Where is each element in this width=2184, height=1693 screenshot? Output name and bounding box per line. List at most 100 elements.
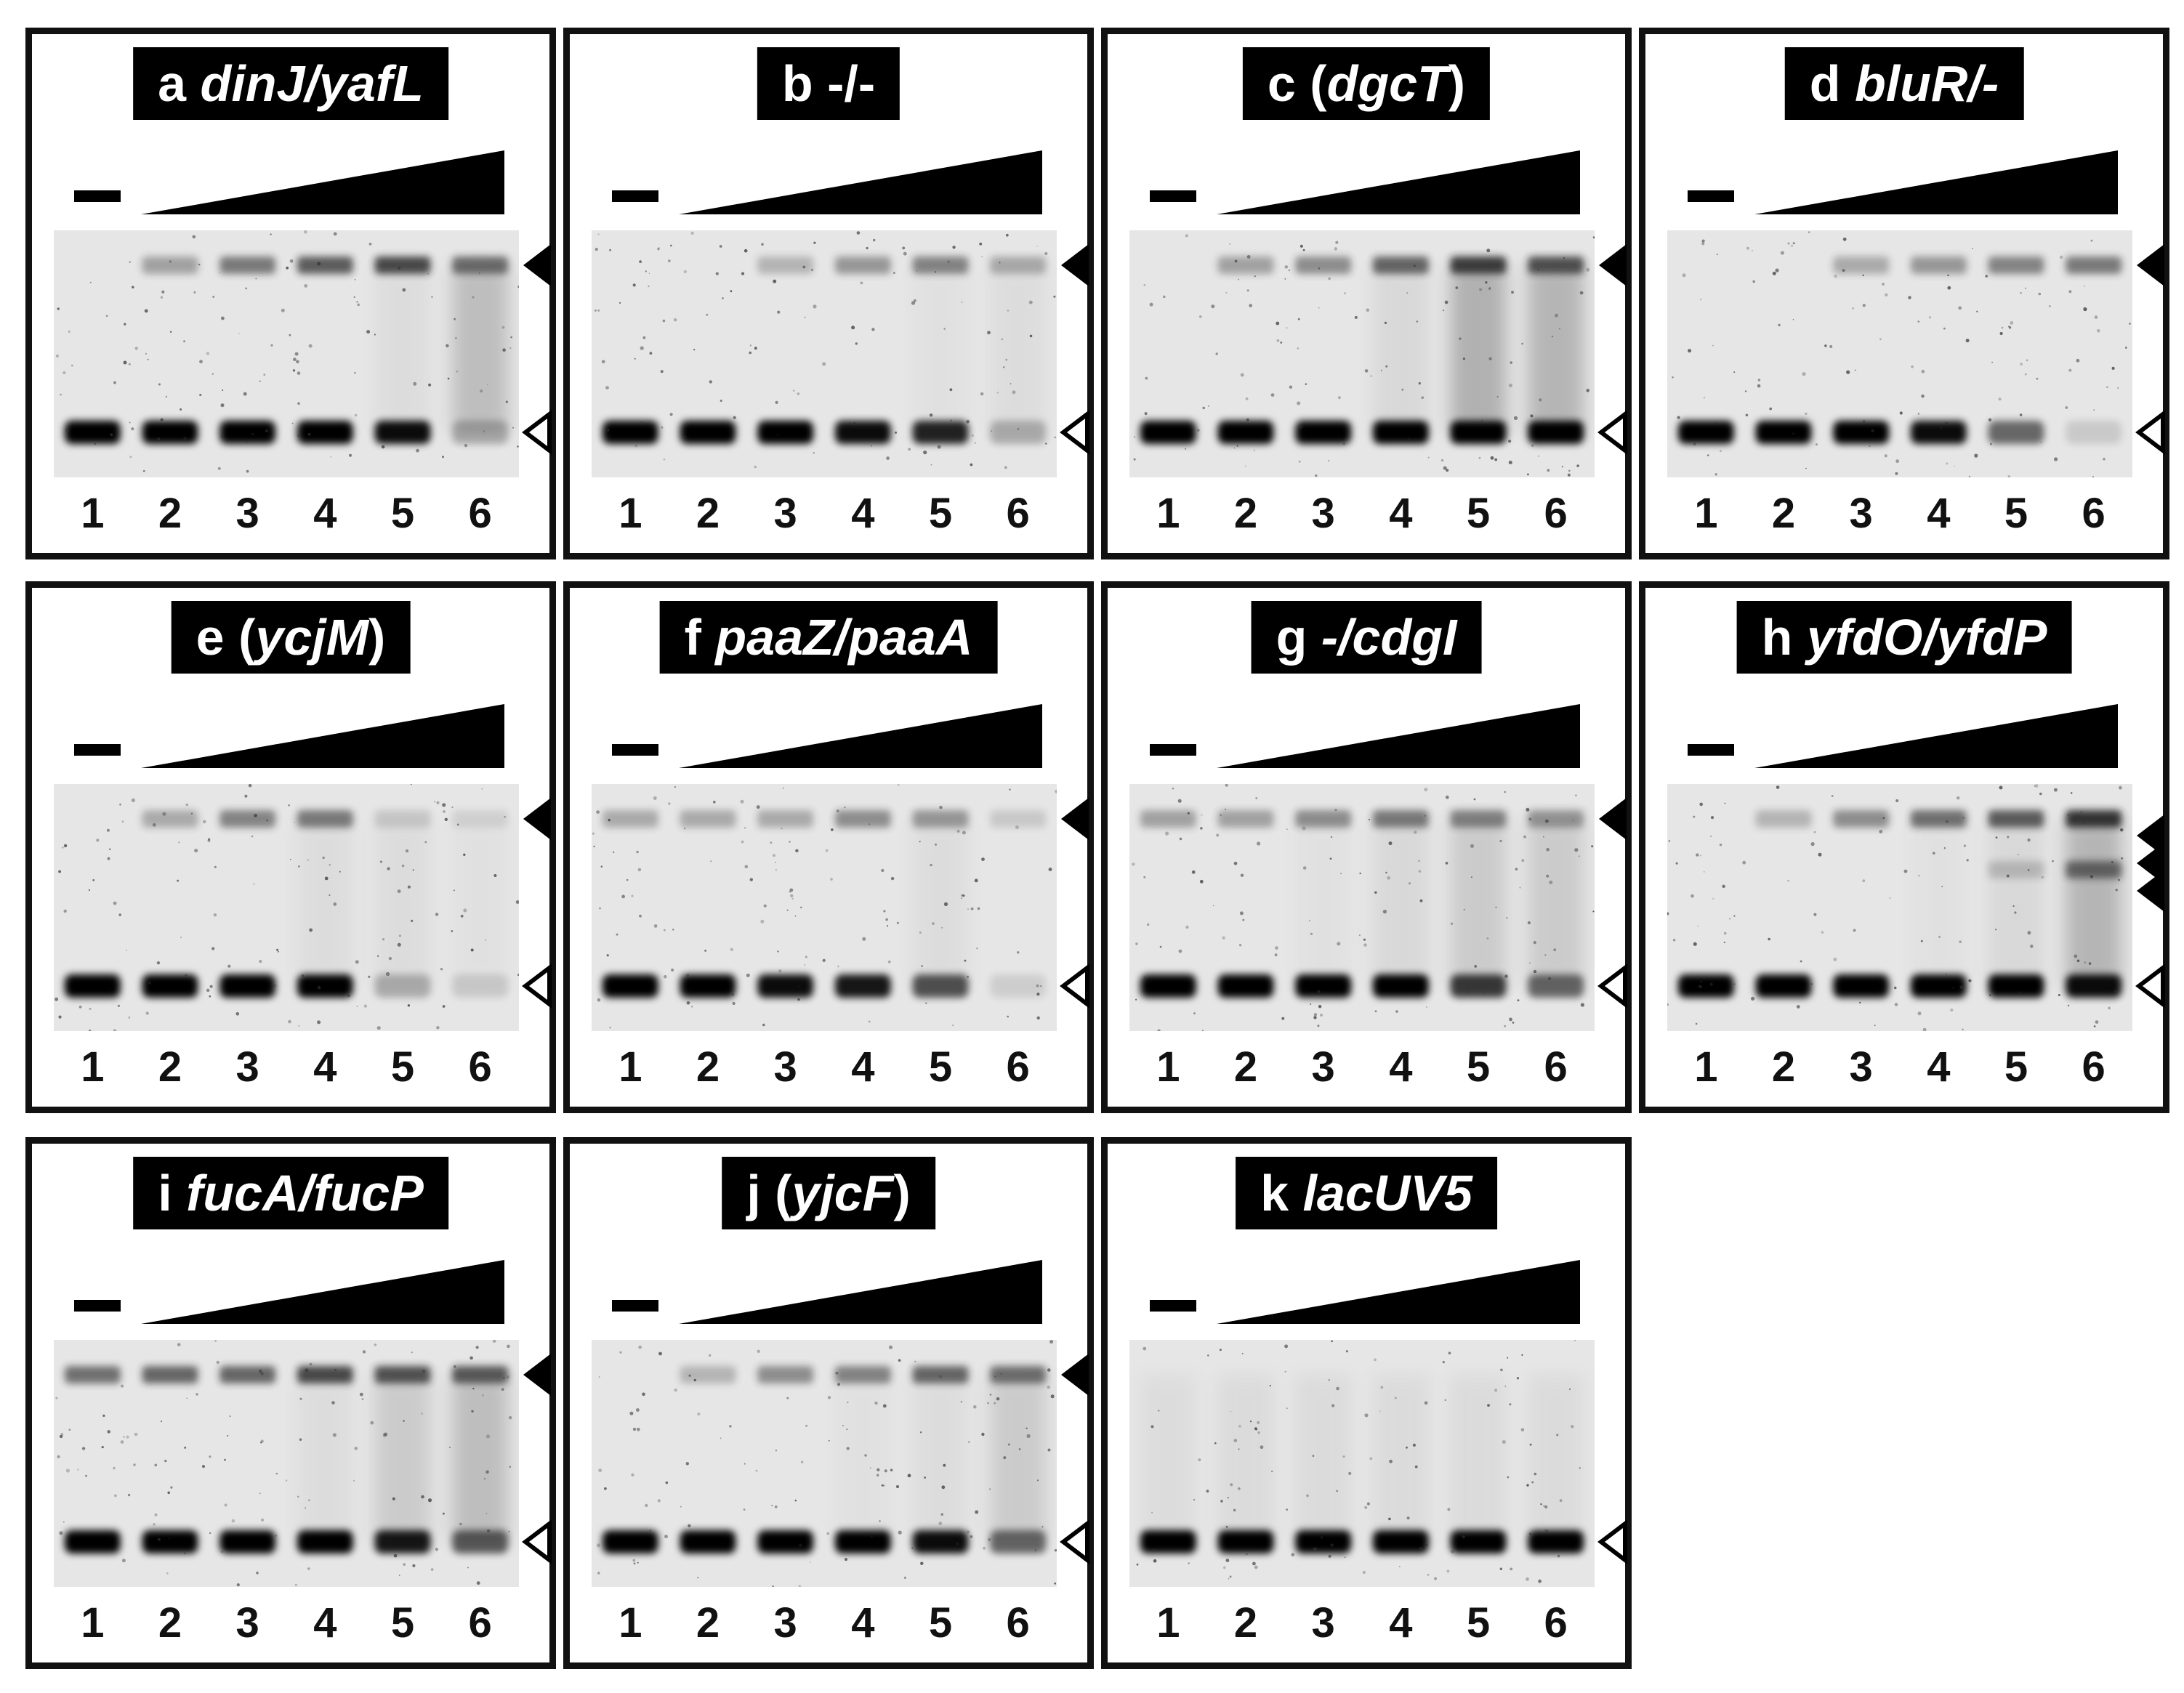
gel-speckle xyxy=(874,1401,878,1405)
gel-speckle xyxy=(2012,905,2015,908)
gel-speckle xyxy=(467,1567,469,1569)
gel-speckle xyxy=(685,1546,687,1549)
gel-speckle xyxy=(1185,448,1187,450)
protein-gradient-wedge xyxy=(141,704,504,768)
gel-speckle xyxy=(1831,795,1834,797)
gel-speckle xyxy=(211,947,215,950)
gel-speckle xyxy=(596,1543,600,1548)
gel-speckle xyxy=(895,431,897,434)
gel-speckle xyxy=(357,303,360,307)
gel-speckle xyxy=(442,803,446,807)
gel-speckle xyxy=(1894,986,1897,990)
gel-speckle xyxy=(720,1437,722,1439)
gel-speckle xyxy=(1699,854,1701,857)
lane-number: 2 xyxy=(1771,490,1796,537)
gel-speckle xyxy=(1682,273,1686,278)
gel-speckle xyxy=(485,1434,491,1439)
gel-speckle xyxy=(952,1025,954,1027)
lane-number: 1 xyxy=(1694,1043,1718,1091)
gel-speckle xyxy=(475,1346,479,1349)
gel-speckle xyxy=(706,313,709,316)
gel-speckle xyxy=(1800,960,1802,963)
gel-speckle xyxy=(349,453,352,457)
gel-speckle xyxy=(964,959,967,962)
gel-speckle xyxy=(1528,817,1532,821)
gel-speckle xyxy=(331,1401,335,1405)
gel-speckle xyxy=(952,246,956,249)
gel-speckle xyxy=(203,820,206,824)
lane-smear xyxy=(374,819,431,986)
free-dna-band xyxy=(64,1530,121,1553)
gel-speckle xyxy=(1274,953,1278,957)
gel-speckle xyxy=(134,347,138,350)
gel-speckle xyxy=(129,261,131,263)
gel-speckle xyxy=(939,806,943,809)
gel-speckle xyxy=(1510,361,1512,364)
gel-speckle xyxy=(1712,344,1714,347)
gel-speckle xyxy=(1768,937,1770,941)
gel-speckle xyxy=(1922,1027,1927,1031)
gel-speckle xyxy=(387,867,390,870)
lane-number: 3 xyxy=(235,490,259,537)
gel-speckle xyxy=(601,360,605,364)
gel-speckle xyxy=(297,402,300,405)
gel-image xyxy=(1129,230,1595,477)
lane-number: 5 xyxy=(2004,1043,2028,1091)
panel-title: k lacUV5 xyxy=(1236,1157,1497,1229)
gel-speckle xyxy=(1177,799,1182,803)
gel-speckle xyxy=(989,1488,991,1490)
gel-speckle xyxy=(1418,870,1422,873)
gel-speckle xyxy=(1556,1434,1559,1437)
gel-speckle xyxy=(684,828,686,830)
bound-complex-band xyxy=(1140,810,1196,828)
gel-speckle xyxy=(277,950,279,953)
gel-speckle xyxy=(2065,406,2068,409)
gel-speckle xyxy=(1733,371,1736,373)
gel-speckle xyxy=(298,1025,300,1027)
gel-speckle xyxy=(1533,941,1536,945)
gel-speckle xyxy=(1499,839,1502,843)
gel-speckle xyxy=(383,1433,384,1435)
gel-speckle xyxy=(740,799,744,804)
lane-number: 1 xyxy=(618,1599,642,1646)
free-dna-band xyxy=(1217,421,1274,444)
gel-speckle xyxy=(919,1431,922,1434)
gel-speckle xyxy=(1025,1427,1028,1429)
gel-speckle xyxy=(1519,886,1521,889)
gel-speckle xyxy=(265,429,268,433)
gel-speckle xyxy=(1527,921,1531,925)
gel-speckle xyxy=(813,241,816,244)
gel-speckle xyxy=(1242,918,1245,921)
gel-speckle xyxy=(307,859,310,861)
gel-speckle xyxy=(970,463,973,466)
gel-speckle xyxy=(198,263,201,266)
gel-speckle xyxy=(294,352,299,356)
lane-smear xyxy=(1295,819,1351,986)
gel-speckle xyxy=(1047,1386,1050,1389)
gel-speckle xyxy=(2008,326,2012,329)
gel-speckle xyxy=(1000,1373,1002,1375)
gel-speckle xyxy=(1252,1561,1256,1566)
gel-speckle xyxy=(169,1538,171,1540)
gel-speckle xyxy=(411,1351,413,1354)
bound-complex-arrowhead xyxy=(1060,1352,1090,1397)
gel-speckle xyxy=(1406,1446,1408,1449)
gel-speckle xyxy=(1399,1566,1401,1567)
gel-speckle xyxy=(1745,413,1749,417)
gel-speckle xyxy=(216,1360,219,1364)
gel-speckle xyxy=(144,309,148,313)
gel-speckle xyxy=(844,807,846,808)
gel-speckle xyxy=(1720,450,1722,453)
gel-speckle xyxy=(1537,268,1539,270)
gel-speckle xyxy=(227,964,231,968)
gel-speckle xyxy=(214,1340,217,1342)
gel-speckle xyxy=(1546,848,1550,852)
gel-speckle xyxy=(1700,986,1702,988)
gel-speckle xyxy=(1047,1368,1051,1372)
panel-letter: f xyxy=(684,609,701,666)
gel-background xyxy=(1129,784,1595,1031)
gel-speckle xyxy=(693,1378,696,1382)
gel-speckle xyxy=(1526,807,1530,812)
gel-speckle xyxy=(382,1434,387,1437)
gel-speckle xyxy=(1369,1457,1373,1460)
